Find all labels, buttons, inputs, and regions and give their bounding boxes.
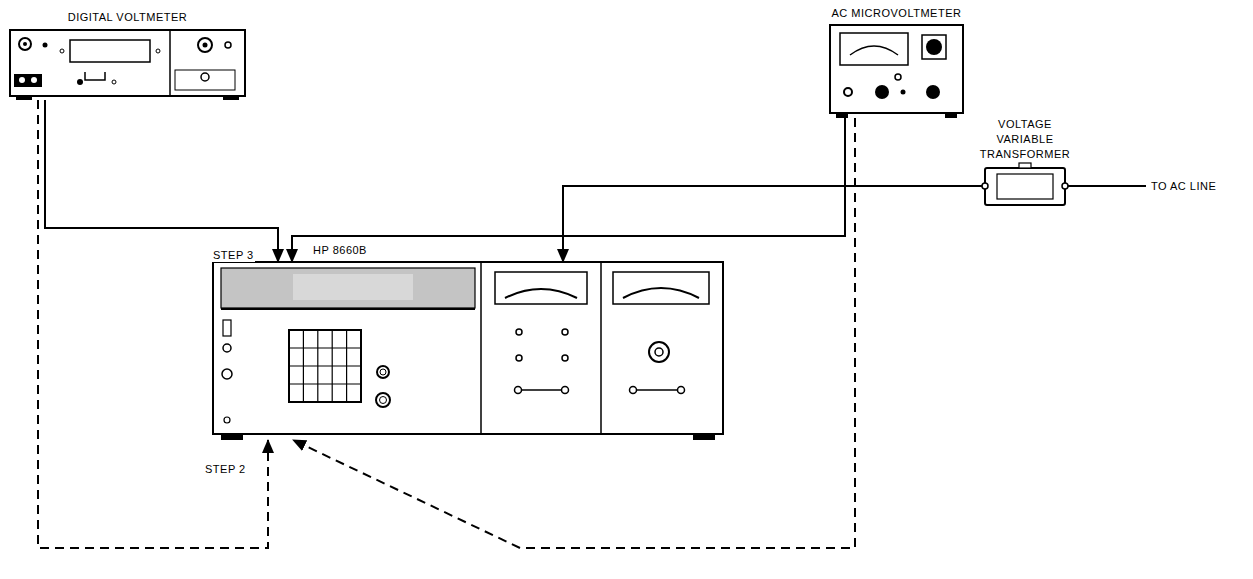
power-cord xyxy=(1068,185,1146,187)
instrument-name: HP 8660B xyxy=(305,243,375,258)
digital-voltmeter: DIGITAL VOLTMETER xyxy=(10,30,245,100)
test-cable xyxy=(563,186,985,262)
instrument-drawing xyxy=(830,25,963,118)
instrument-name: AC MICROVOLTMETER xyxy=(790,6,1003,21)
instrument-drawing xyxy=(985,168,1065,205)
variable-transformer: VOLTAGE VARIABLE TRANSFORMER xyxy=(985,168,1065,205)
instrument-drawing xyxy=(10,30,245,100)
hp-8660b-synthesizer: HP 8660B xyxy=(213,262,723,440)
line-label: TO AC LINE xyxy=(1150,179,1217,193)
instrument-name: DIGITAL VOLTMETER xyxy=(0,10,255,25)
test-cable xyxy=(45,100,278,262)
instrument-drawing xyxy=(213,262,723,440)
instrument-name: VOLTAGE VARIABLE TRANSFORMER xyxy=(973,117,1077,162)
ac-microvoltmeter: AC MICROVOLTMETER xyxy=(830,25,963,118)
step-label: STEP 2 xyxy=(204,462,247,476)
step-label: STEP 3 xyxy=(212,248,255,262)
test-cable xyxy=(292,118,845,262)
